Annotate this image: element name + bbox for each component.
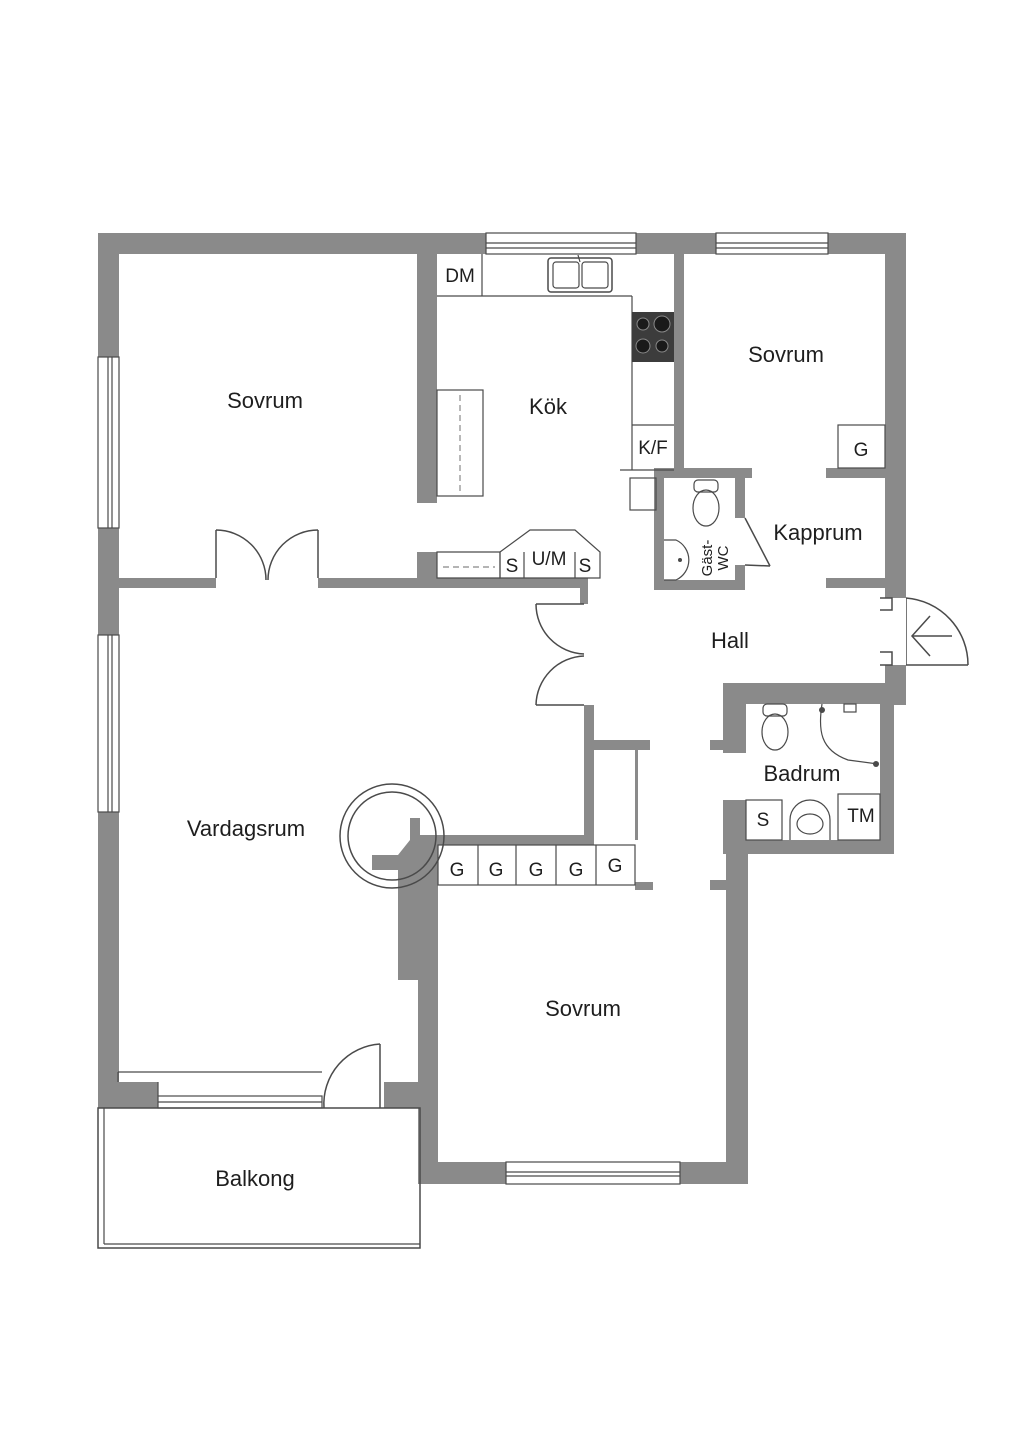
label-vardagsrum: Vardagsrum [187,816,305,841]
stove-icon [632,312,674,362]
door-hall-living [535,603,585,706]
outer-walls [98,233,906,1184]
label-g-5: G [608,856,623,877]
label-gast-wc-line1: Gäst- [699,540,716,577]
label-dm: DM [445,266,475,287]
label-g-4: G [569,860,584,881]
toilet-icon [761,703,789,751]
label-sovrum-ne: Sovrum [748,342,824,367]
label-kapprum: Kapprum [773,520,862,545]
door-guest-wc [744,517,771,567]
label-s-left: S [506,556,519,577]
window-bedroom-nw-left [97,356,120,529]
washbasin-icon [789,799,831,840]
label-g-1: G [450,860,465,881]
label-balkong: Balkong [215,1166,295,1191]
label-gast-wc: Gäst- WC [699,540,732,577]
washbasin-icon [664,539,690,581]
window-living-bottom [157,1095,323,1109]
label-badrum: Badrum [763,761,840,786]
room-labels: Sovrum Kök Sovrum Kapprum Hall Vardagsru… [187,342,863,1191]
fixture-labels: DM K/F S U/M S G Gäst- WC S TM G G G G G [445,266,875,881]
label-g-2: G [489,860,504,881]
kitchen-island [436,389,484,497]
label-kf: K/F [638,438,668,459]
label-s-bath: S [757,810,770,831]
label-gast-wc-line2: WC [715,545,732,570]
window-living-left [97,634,120,813]
door-entrance [880,597,969,666]
shower [819,703,879,767]
spiral-staircase [339,783,445,889]
sink-icon [547,254,613,293]
window-bedroom-ne-top [715,232,829,255]
label-s-right: S [579,556,592,577]
label-g-ne: G [854,440,869,461]
label-tm: TM [847,806,874,827]
label-kok: Kök [529,394,568,419]
windows [97,232,829,1185]
kitchen-fixtures [436,254,674,579]
window-kitchen-top [485,232,637,255]
label-hall: Hall [711,628,749,653]
label-sovrum-nw: Sovrum [227,388,303,413]
bathroom-fixtures [664,479,881,841]
label-sovrum-s: Sovrum [545,996,621,1021]
door-bedroom-nw [215,529,319,581]
label-g-3: G [529,860,544,881]
wardrobes [437,424,886,886]
utility-cabinets [436,529,601,579]
door-balcony [323,1043,381,1109]
label-um: U/M [532,549,567,570]
toilet-icon [692,479,720,527]
interior-walls [98,233,906,1082]
doors [215,517,969,1109]
balcony [97,1071,421,1249]
window-bedroom-s-bottom [505,1161,681,1185]
arrow-left-icon [910,615,952,657]
